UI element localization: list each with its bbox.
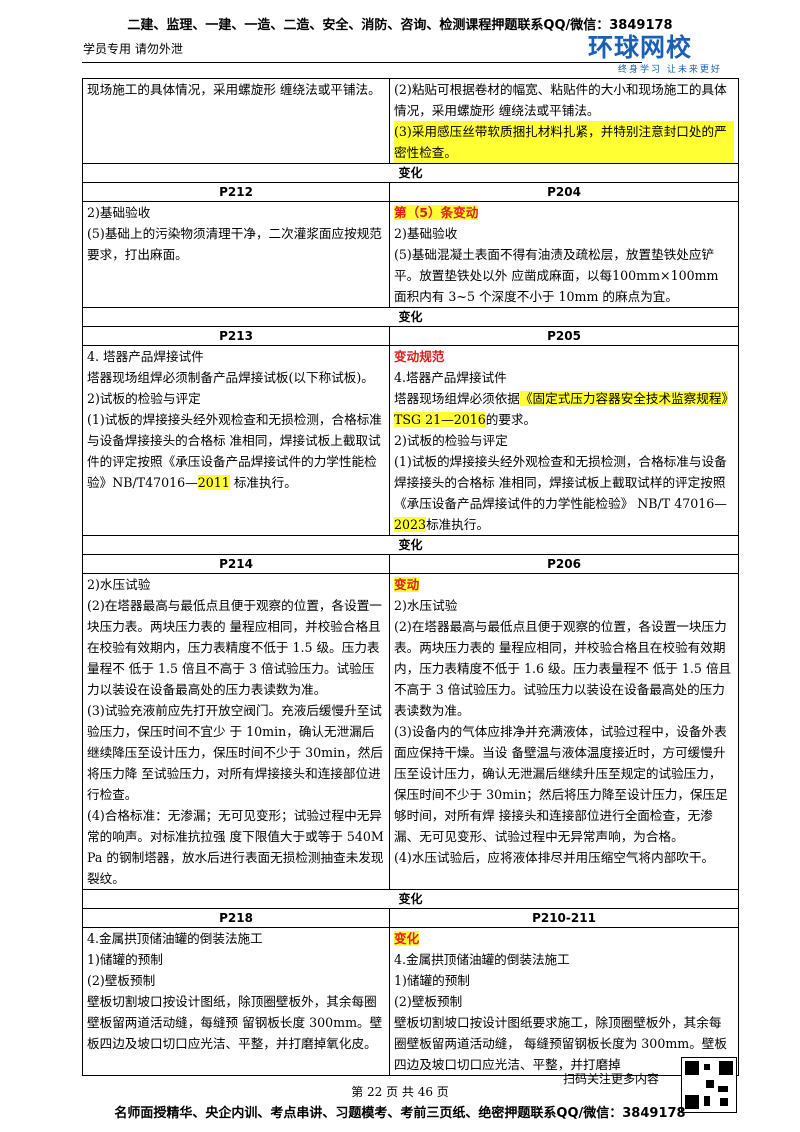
cell-left-continued: 现场施工的具体情况，采用螺旋形 缠绕法或平铺法。 xyxy=(82,78,390,164)
student-notice: 学员专用 请勿外泄 xyxy=(83,42,183,56)
page-ref-right: P205 xyxy=(389,326,739,346)
change-row: 变化 xyxy=(82,889,739,909)
change-tag: 第（5）条变动 xyxy=(394,205,479,220)
new-text-cell: 变化 4.金属拱顶储油罐的倒装法施工 1)储罐的预制 (2)壁板预制 壁板切割坡… xyxy=(389,927,739,1076)
header-divider xyxy=(82,62,642,63)
page-ref-right: P204 xyxy=(389,182,739,202)
brand-logo: 环球网校 终身学习 让未来更好 xyxy=(588,33,738,76)
old-text-cell: 4. 塔器产品焊接试件 塔器现场组焊必须制备产品焊接试板(以下称试板)。 2)试… xyxy=(82,345,390,536)
change-tag: 变动规范 xyxy=(394,349,445,364)
page-ref-left: P212 xyxy=(82,182,390,202)
change-row: 变化 xyxy=(82,535,739,555)
logo-text: 环球网校 xyxy=(588,33,693,62)
new-text-cell: 变动规范 4.塔器产品焊接试件 塔器现场组焊必须依据《固定式压力容器安全技术监察… xyxy=(389,345,739,536)
old-text-cell: 2)基础验收 (5)基础上的污染物须清理干净，二次灌浆面应按规范要求，打出麻面。 xyxy=(82,201,390,308)
footer-promo-line: 名师面授精华、央企内训、考点串讲、习题模考、考前三页纸、绝密押题联系QQ/微信：… xyxy=(114,1106,686,1121)
change-row: 变化 xyxy=(82,307,739,327)
highlight-year: 2023 xyxy=(394,517,427,532)
change-tag: 变动 xyxy=(394,577,420,592)
scan-qr-caption: 扫码关注更多内容 xyxy=(563,1072,660,1086)
page-ref-right: P206 xyxy=(389,554,739,574)
highlight-text: (3)采用感压丝带软质捆扎材料扎紧，并特别注意封口处的严密性检查。 xyxy=(394,121,734,163)
logo-slogan: 终身学习 让未来更好 xyxy=(618,65,722,75)
page-ref-left: P213 xyxy=(82,326,390,346)
new-text-cell: 第（5）条变动 2)基础验收 (5)基础混凝土表面不得有油渍及疏松层，放置垫铁处… xyxy=(389,201,739,308)
header-promo-line: 二建、监理、一建、一造、二造、安全、消防、咨询、检测课程押题联系QQ/微信：38… xyxy=(127,18,673,33)
cell-right-continued: (2)粘贴可根据卷材的幅宽、粘贴件的大小和现场施工的具体情况，采用螺旋形 缠绕法… xyxy=(389,78,739,164)
old-text-cell: 4.金属拱顶储油罐的倒装法施工 1)储罐的预制 (2)壁板预制 壁板切割坡口按设… xyxy=(82,927,390,1076)
page-ref-left: P214 xyxy=(82,554,390,574)
comparison-table: 现场施工的具体情况，采用螺旋形 缠绕法或平铺法。 (2)粘贴可根据卷材的幅宽、粘… xyxy=(82,78,739,1076)
page-number: 第 22 页 共 46 页 xyxy=(351,1085,449,1099)
page-ref-right: P210-211 xyxy=(389,908,739,928)
highlight-year: 2011 xyxy=(197,475,230,490)
qr-code-icon xyxy=(681,1057,737,1113)
change-tag: 变化 xyxy=(394,931,420,946)
old-text-cell: 2)水压试验 (2)在塔器最高与最低点且便于观察的位置，各设置一块压力表。两块压… xyxy=(82,573,390,890)
change-row: 变化 xyxy=(82,163,739,183)
new-text-cell: 变动 2)水压试验 (2)在塔器最高与最低点且便于观察的位置，各设置一块压力表。… xyxy=(389,573,739,890)
page-ref-left: P218 xyxy=(82,908,390,928)
